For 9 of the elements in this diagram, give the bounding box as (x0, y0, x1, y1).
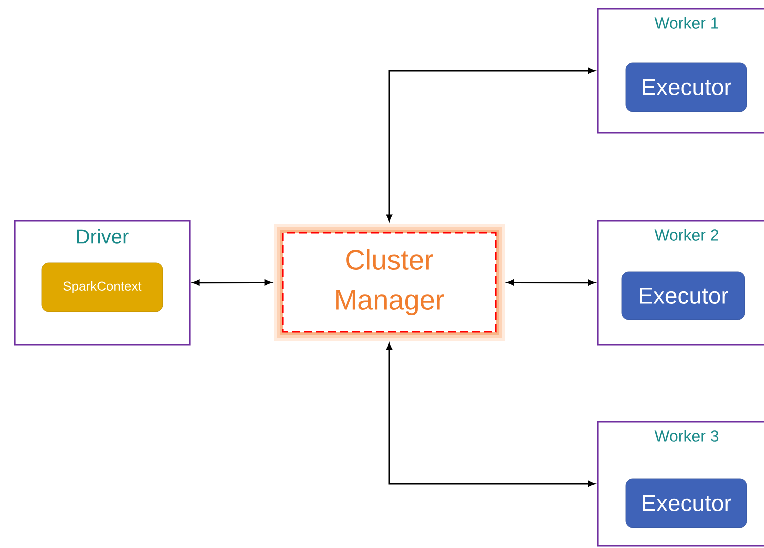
component-box: Executor (626, 62, 748, 112)
arrow (386, 68, 595, 222)
arrow (386, 343, 595, 487)
component-box: Executor (622, 272, 746, 320)
arrow (507, 280, 595, 286)
cluster-manager-box: Cluster Manager (274, 224, 505, 341)
arrow (193, 280, 272, 286)
component-box: SparkContext (42, 262, 164, 312)
component-box: Executor (626, 478, 748, 528)
